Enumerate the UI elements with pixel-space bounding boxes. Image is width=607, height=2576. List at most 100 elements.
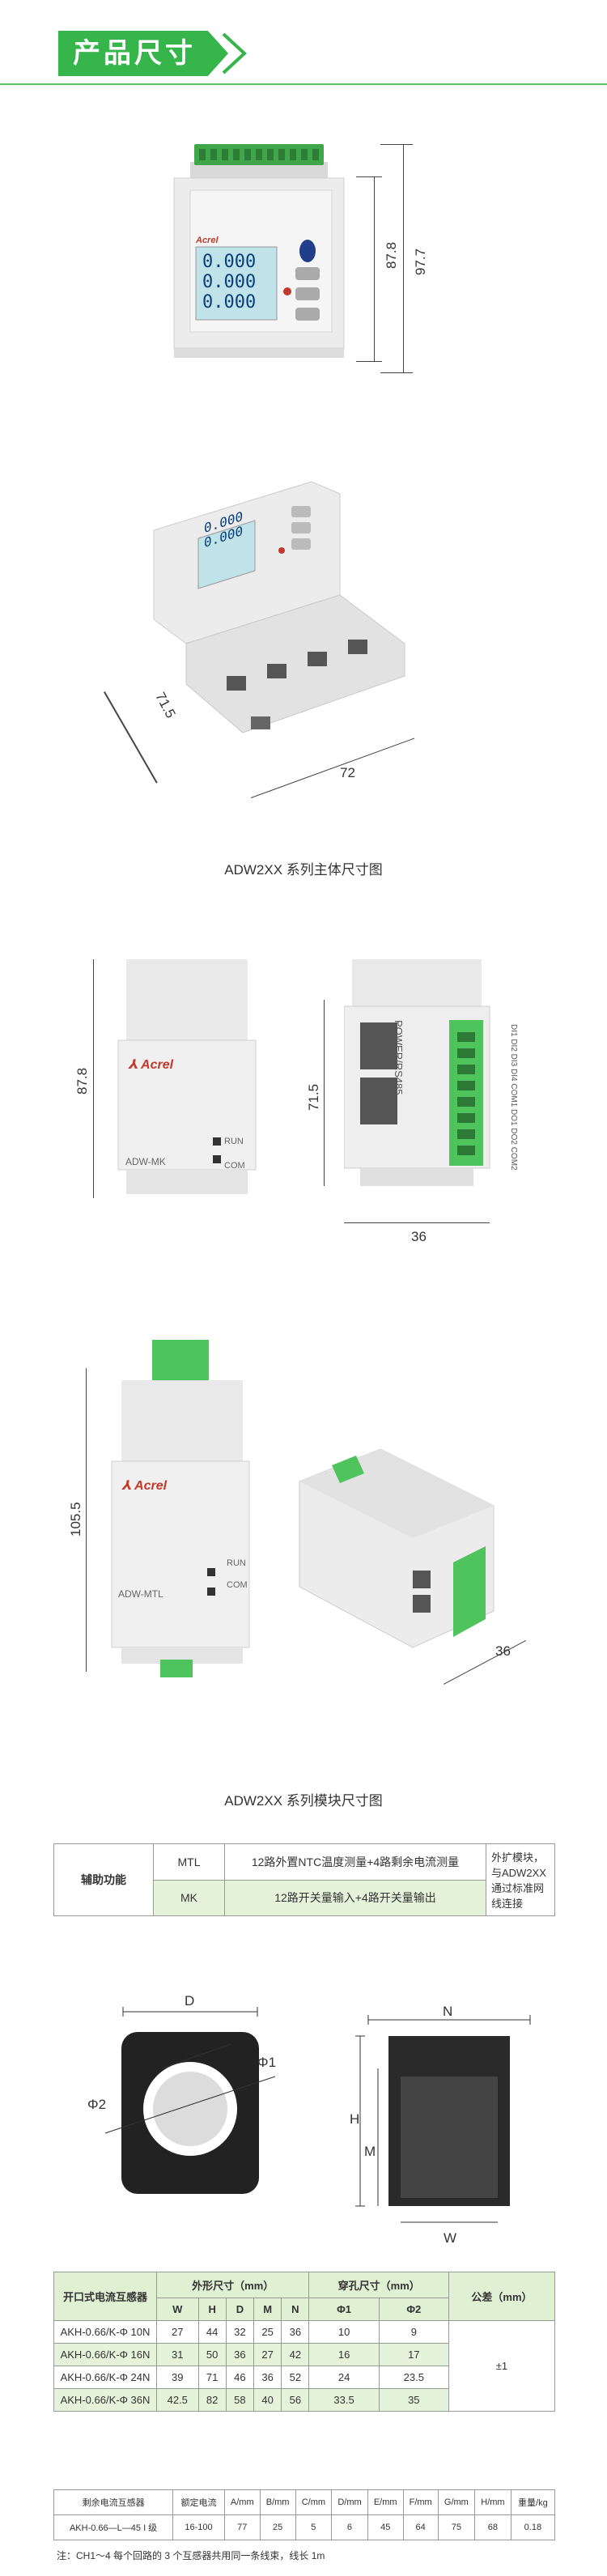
ct-label-d: D	[185, 1993, 195, 2009]
module-mk-front-drawing: ⅄ Acrel	[117, 959, 257, 1194]
ct-sub-h: H	[197, 2298, 227, 2321]
svg-text:Acrel: Acrel	[195, 236, 219, 245]
ct-label-w: W	[444, 2230, 457, 2246]
ct-front-drawing	[104, 2007, 276, 2194]
residual-head: F/mm	[402, 2489, 439, 2515]
ct-cell: 27	[253, 2343, 282, 2366]
aux-note: 外扩模块，与ADW2XX通过标准网线连接	[486, 1843, 555, 1916]
ct-cell: 33.5	[308, 2388, 380, 2412]
mtl-run-led-label: RUN	[227, 1558, 246, 1568]
residual-ct-table: 剩余电流互感器 额定电流 A/mm B/mm C/mm D/mm E/mm F/…	[53, 2489, 556, 2540]
ct-cell: 46	[225, 2366, 255, 2389]
residual-head: H/mm	[474, 2489, 511, 2515]
ct-cell: 27	[156, 2320, 199, 2344]
ct-sub-n: N	[281, 2298, 310, 2321]
ct-cell: 52	[281, 2366, 310, 2389]
ct-sub-d: D	[225, 2298, 255, 2321]
residual-head: 重量/kg	[510, 2489, 556, 2515]
ct-sub-phi1: Φ1	[308, 2298, 380, 2321]
residual-cell: 77	[223, 2514, 261, 2540]
ct-cell: 16	[308, 2343, 380, 2366]
residual-cell: 16-100	[172, 2514, 225, 2540]
dim-mtl-105-5: 105.5	[68, 1502, 83, 1537]
ct-sub-w: W	[156, 2298, 199, 2321]
dim-mtl-36: 36	[495, 1643, 511, 1659]
module-side-drawing	[344, 959, 490, 1186]
dim-line-inner-height	[374, 176, 375, 361]
ct-cell: 58	[225, 2388, 255, 2412]
dim-97-7: 97.7	[413, 248, 428, 275]
ct-sub-phi2: Φ2	[378, 2298, 449, 2321]
ct-cell: AKH-0.66/K-Φ 36N	[53, 2388, 157, 2412]
dim-line-side-width	[344, 1222, 490, 1223]
aux-desc-mk: 12路开关量输入+4路开关量输出	[224, 1879, 486, 1916]
ct-cell: AKH-0.66/K-Φ 16N	[53, 2343, 157, 2366]
ct-cell: 42.5	[156, 2388, 199, 2412]
ct-cell: 17	[378, 2343, 449, 2366]
residual-head: B/mm	[259, 2489, 296, 2515]
residual-head: 额定电流	[172, 2489, 225, 2515]
ct-head-tol: 公差（mm）	[448, 2272, 556, 2321]
ct-cell: 35	[378, 2388, 449, 2412]
com-led-label: COM	[224, 1161, 245, 1171]
residual-head: C/mm	[295, 2489, 333, 2515]
run-led-label: RUN	[224, 1137, 244, 1146]
ct-cell: 39	[156, 2366, 199, 2389]
footnote: 注：CH1～4 每个回路的 3 个互感器共用同一条线束，线长 1m	[57, 2550, 325, 2561]
brand-logo: ⅄ Acrel	[121, 1479, 168, 1493]
svg-text:0.000: 0.000	[202, 292, 256, 312]
aux-desc-mtl: 12路外置NTC温度测量+4路剩余电流测量	[224, 1843, 486, 1881]
dim-line-outer-height	[403, 144, 404, 372]
section-header: 产品尺寸	[58, 31, 247, 76]
dim-mk-87-8: 87.8	[74, 1067, 90, 1095]
table-row: AKH-0.66/K-Φ 10N 27 44 32 25 36 10 9 ±1	[53, 2320, 556, 2412]
ct-cell: 31	[156, 2343, 199, 2366]
ct-label-n: N	[443, 2004, 453, 2019]
ct-cell: 36	[253, 2366, 282, 2389]
residual-head: 剩余电流互感器	[53, 2489, 174, 2515]
ct-sub-m: M	[253, 2298, 282, 2321]
aux-function-table: 辅助功能 MTL 12路外置NTC温度测量+4路剩余电流测量 外扩模块，与ADW…	[53, 1843, 555, 1916]
chevron-right-icon	[222, 32, 247, 74]
ct-cell: AKH-0.66/K-Φ 10N	[53, 2320, 157, 2344]
main-unit-caption: ADW2XX 系列主体尺寸图	[224, 862, 383, 878]
residual-cell: 6	[331, 2514, 368, 2540]
dim-tick	[380, 144, 413, 145]
terminal-labels: DI1 DI2 DI3 DI4 COM1 DO1 DO2 COM2	[509, 1024, 518, 1171]
ct-label-phi1: Φ1	[257, 2055, 277, 2070]
dim-87-8: 87.8	[384, 241, 399, 269]
residual-cell: 68	[474, 2514, 511, 2540]
mtl-model-label: ADW-MTL	[118, 1588, 163, 1600]
ct-cell: 44	[197, 2320, 227, 2344]
ct-tolerance: ±1	[448, 2320, 556, 2412]
module-caption: ADW2XX 系列模块尺寸图	[224, 1793, 383, 1809]
ct-cell: 56	[281, 2388, 310, 2412]
residual-head: E/mm	[367, 2489, 404, 2515]
ct-label-phi2: Φ2	[87, 2097, 107, 2112]
ct-cell: 32	[225, 2320, 255, 2344]
ct-label-m: M	[364, 2144, 376, 2159]
brand-logo: ⅄ Acrel	[128, 1058, 174, 1072]
residual-head: D/mm	[331, 2489, 368, 2515]
ct-side-drawing	[355, 2015, 531, 2223]
residual-cell: AKH-0.66—L—45 I 级	[53, 2514, 174, 2540]
section-title: 产品尺寸	[58, 31, 228, 76]
ct-cell: 24	[308, 2366, 380, 2389]
side-port-label: POWER/RS485	[393, 1020, 405, 1095]
mtl-com-led-label: COM	[227, 1580, 248, 1590]
table-row: AKH-0.66/K-Φ 36N 42.5 82 58 40 56 33.5 3…	[53, 2388, 555, 2412]
table-row: AKH-0.66—L—45 I 级 16-100 77 25 5 6 45 64…	[53, 2514, 556, 2540]
module-mtl-perspective-drawing	[299, 1449, 495, 1648]
ct-cell: 23.5	[378, 2366, 449, 2389]
ct-cell: 25	[253, 2320, 282, 2344]
mk-model-label: ADW-MK	[125, 1156, 166, 1167]
dim-tick	[356, 361, 382, 362]
ct-label-h: H	[350, 2111, 360, 2127]
residual-cell: 64	[402, 2514, 439, 2540]
table-row: AKH-0.66/K-Φ 24N 39 71 46 36 52 24 23.5	[53, 2366, 555, 2389]
main-unit-front-drawing: 0.000 0.000 0.000 Acrel	[173, 144, 345, 358]
ct-head-hole: 穿孔尺寸（mm）	[308, 2272, 449, 2298]
ct-cell: 50	[197, 2343, 227, 2366]
module-mtl-front-drawing: ⅄ Acrel	[111, 1340, 250, 1677]
residual-cell: 5	[295, 2514, 333, 2540]
